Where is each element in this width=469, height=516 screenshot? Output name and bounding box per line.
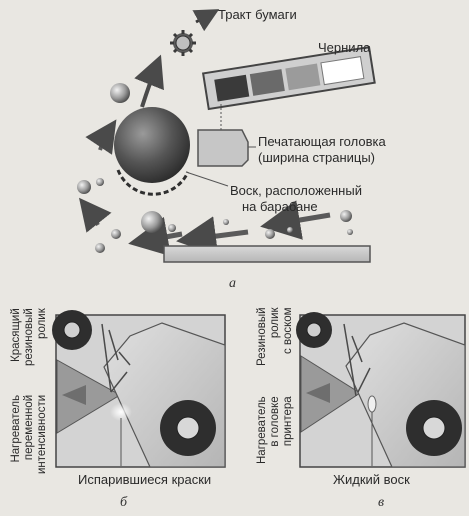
vaporized-dyes-label: Испарившиеся краски: [78, 472, 212, 487]
wax-roller-label: Резиновый ролик с воском: [256, 307, 294, 366]
caption-b: б: [120, 495, 128, 510]
flow-arrow: [134, 54, 164, 108]
flow-arrow: [79, 197, 112, 233]
flow-arrow: [85, 119, 117, 155]
wax-label-line2: на барабане: [242, 199, 318, 214]
liquid-wax-drop: [367, 395, 377, 413]
caption-a: а: [229, 276, 236, 291]
ink-cartridge: [201, 46, 376, 111]
heater-block: [56, 359, 121, 434]
drum: [114, 107, 190, 183]
wax-label-line1: Воск, расположенный: [230, 183, 362, 198]
flow-arrow: [128, 216, 183, 257]
dye-roller-label: Красящий резиновый ролик: [10, 308, 48, 366]
printer-heater-label: Нагреватель в головке принтера: [256, 396, 294, 464]
paper-path-arrow: [192, 9, 220, 32]
print-head-label-line2: (ширина страницы): [258, 150, 376, 165]
print-head-label-line1: Печатающая головка: [258, 134, 386, 149]
print-head: [197, 129, 249, 167]
gear-icon: [170, 30, 196, 56]
paper-sheet: [163, 245, 371, 263]
wax-layer: [116, 169, 190, 196]
ink-label: Чернила: [318, 40, 371, 55]
printer-head-heater: [300, 355, 361, 433]
paper-path-label: Тракт бумаги: [218, 7, 297, 22]
vapor-glow: [110, 403, 132, 421]
flow-arrow: [260, 200, 331, 240]
caption-v: в: [378, 495, 385, 510]
wax-particles: [77, 83, 353, 253]
drum-diagram: [77, 9, 376, 263]
heater-label: Нагреватель переменной интенсивности: [10, 394, 48, 474]
liquid-wax-label: Жидкий воск: [333, 472, 410, 487]
flow-arrow: [176, 216, 249, 256]
